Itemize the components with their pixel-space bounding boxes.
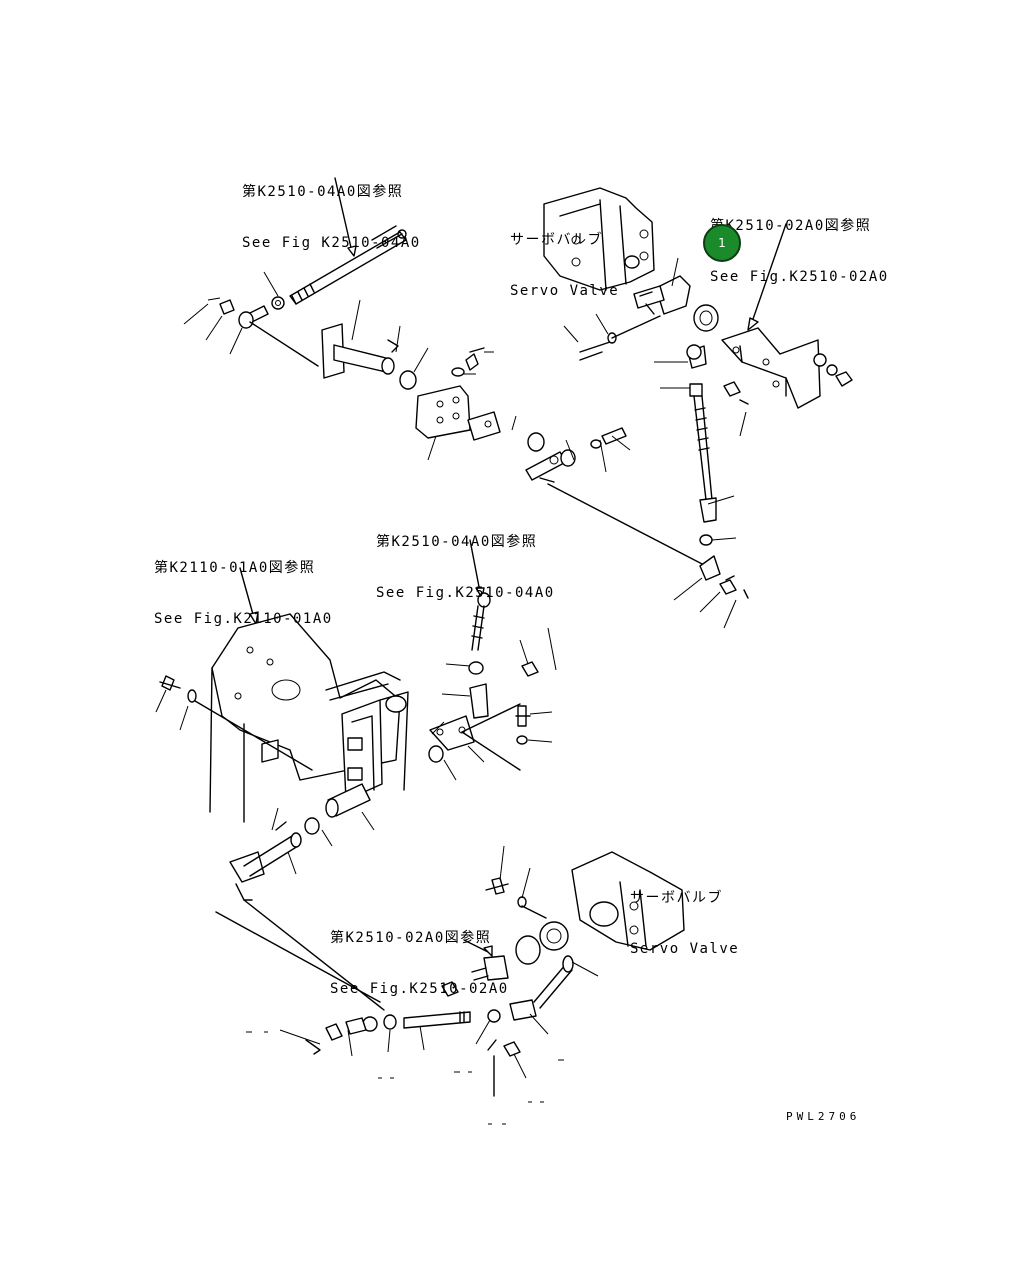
drawing-code: PWL2706: [786, 1110, 861, 1123]
reference-jp-text: 第K2110-01A0図参照: [154, 560, 316, 576]
reference-jp-text: 第K2510-02A0図参照: [710, 218, 872, 234]
mid-lever-assembly: [159, 675, 444, 835]
servo-en-text: Servo Valve: [630, 941, 740, 957]
reference-label-k2110-01a0: 第K2110-01A0図参照 See Fig.K2110-01A0: [154, 526, 333, 662]
reference-label-k2510-02a0-right: 第K2510-02A0図参照 See Fig.K2510-02A0: [710, 184, 889, 320]
upper-linkage-rod: [219, 177, 407, 367]
reference-en-text: See Fig.K2510-02A0: [710, 269, 889, 285]
reference-en-text: See Fig.K2510-04A0: [376, 585, 555, 601]
reference-en-text: See Fig.K2110-01A0: [154, 611, 333, 627]
servo-en-text: Servo Valve: [510, 283, 620, 299]
upper-servo-valve: [543, 187, 719, 361]
servo-valve-label-top: サーボバルブ Servo Valve: [510, 198, 619, 334]
reference-en-text: See Fig K2510-04A0: [242, 235, 421, 251]
right-vertical-rod: [686, 344, 749, 599]
lower-linkage-rod: [305, 939, 574, 1097]
reference-jp-text: 第K2510-04A0図参照: [376, 534, 538, 550]
servo-jp-text: サーボバルブ: [630, 890, 723, 906]
servo-valve-label-bottom: サーボバルブ Servo Valve: [630, 856, 739, 992]
callout-number: 1: [718, 236, 726, 250]
lower-servo-valve: [485, 851, 685, 965]
leader-lines: [155, 257, 747, 1125]
reference-label-k2510-04a0-mid: 第K2510-04A0図参照 See Fig.K2510-04A0: [376, 500, 555, 636]
reference-jp-text: 第K2510-02A0図参照: [330, 930, 492, 946]
mid-linkage-rod: [429, 539, 539, 771]
lower-lever: [215, 821, 385, 1011]
servo-jp-text: サーボバルブ: [510, 232, 603, 248]
reference-en-text: See Fig.K2510-02A0: [330, 981, 509, 997]
reference-label-k2510-02a0-bottom: 第K2510-02A0図参照 See Fig.K2510-02A0: [330, 896, 509, 1032]
reference-label-k2510-04a0-top: 第K2510-04A0図参照 See Fig K2510-04A0: [242, 150, 421, 286]
right-bracket: [721, 223, 853, 409]
reference-jp-text: 第K2510-04A0図参照: [242, 184, 404, 200]
upper-lever-shaft: [321, 323, 707, 567]
part-callout-1[interactable]: 1: [703, 224, 741, 262]
